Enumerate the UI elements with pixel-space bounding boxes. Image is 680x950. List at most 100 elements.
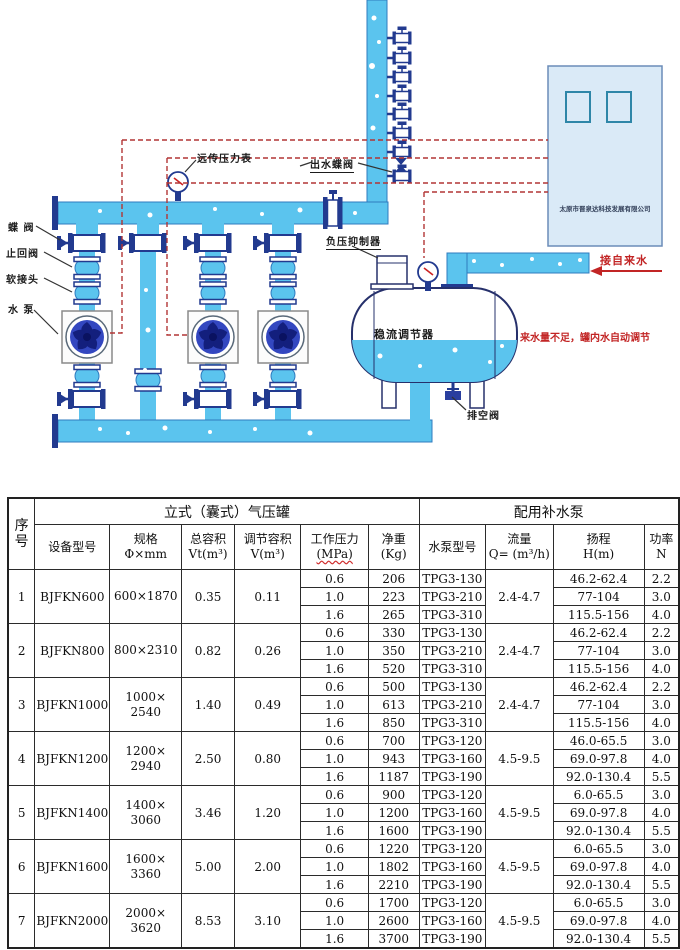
cell-power: 4.0 — [643, 857, 680, 876]
cell-model: BJFKN800 — [34, 623, 111, 678]
cell-weight: 520 — [367, 659, 420, 678]
label-negative-pressure-suppressor: 负压抑制器 — [326, 233, 381, 250]
drain-valve — [445, 382, 461, 400]
cell-flow: 4.5-9.5 — [485, 893, 554, 949]
cell-adjust-volume: 0.80 — [233, 731, 302, 786]
cell-head: 92.0-130.4 — [552, 767, 645, 786]
cell-pump-model: TPG3-120 — [418, 839, 487, 858]
cabinet-indicator-1 — [565, 91, 591, 123]
cell-head: 77-104 — [552, 587, 645, 606]
bypass-pipe — [140, 250, 156, 422]
cell-pump-model: TPG3-130 — [418, 677, 487, 696]
water-pump-3 — [257, 310, 309, 364]
water-pump-2 — [187, 310, 239, 364]
negative-pressure-suppressor — [370, 255, 414, 290]
cell-power: 2.2 — [643, 677, 680, 696]
label-outlet-butterfly-valve: 出水蝶阀 — [310, 156, 354, 173]
cell-weight: 2600 — [367, 911, 420, 930]
pump1-check-valve — [73, 256, 101, 280]
system-diagram: 远传压力表 出水蝶阀 蝶 阀 止回阀 软接头 水 泵 负压抑制器 稳流调节器 排… — [6, 0, 663, 448]
cell-weight: 350 — [367, 641, 420, 660]
label-tap-water-inlet: 接自来水 — [600, 254, 648, 267]
header-total-volume: 总容积 Vt(m³) — [181, 524, 235, 570]
cell-pump-model: TPG3-190 — [418, 929, 487, 949]
cell-pump-model: TPG3-160 — [418, 857, 487, 876]
cell-pressure: 1.0 — [300, 587, 369, 606]
header-spec: 规格 Φ×mm — [109, 524, 183, 570]
label-remote-pressure-gauge: 远传压力表 — [197, 154, 252, 165]
cell-head: 69.0-97.8 — [552, 857, 645, 876]
header-weight: 净重 (Kg) — [367, 524, 420, 570]
cell-power: 2.2 — [643, 569, 680, 588]
cell-power: 3.0 — [643, 785, 680, 804]
cell-power: 5.5 — [643, 875, 680, 894]
cell-pump-model: TPG3-310 — [418, 605, 487, 624]
cell-serial: 7 — [7, 893, 36, 949]
cell-pump-model: TPG3-130 — [418, 569, 487, 588]
cell-power: 5.5 — [643, 821, 680, 840]
cell-head: 46.2-62.4 — [552, 677, 645, 696]
label-soft-joint: 软接头 — [6, 275, 39, 286]
cell-model: BJFKN1400 — [34, 785, 111, 840]
cell-pump-model: TPG3-190 — [418, 821, 487, 840]
cell-head: 115.5-156 — [552, 713, 645, 732]
pump2-lower-valve — [181, 387, 233, 411]
header-v-line1: 调节容积 — [243, 532, 292, 546]
cell-weight: 206 — [367, 569, 420, 588]
cell-total-volume: 0.35 — [181, 569, 235, 624]
cell-serial: 1 — [7, 569, 36, 624]
cell-adjust-volume: 0.11 — [233, 569, 302, 624]
cell-pressure: 0.6 — [300, 569, 369, 588]
cell-power: 4.0 — [643, 749, 680, 768]
cell-flow: 4.5-9.5 — [485, 731, 554, 786]
cell-weight: 2210 — [367, 875, 420, 894]
header-pressure: 工作压力 (MPa) — [300, 524, 369, 570]
cell-serial: 5 — [7, 785, 36, 840]
header-head-line1: 扬程 — [586, 532, 611, 546]
cell-spec: 1600× 3360 — [109, 839, 183, 894]
bypass-butterfly-valve — [116, 231, 168, 255]
spec-table-grid: 序 号 立式（囊式）气压罐 配用补水泵 设备型号 规格 Φ×mm 总容积 Vt(… — [7, 497, 680, 949]
header-serial: 序 号 — [7, 497, 36, 570]
tank-pressure-gauge — [417, 261, 439, 292]
cell-power: 2.2 — [643, 623, 680, 642]
header-serial-line2: 号 — [14, 534, 29, 550]
cell-serial: 2 — [7, 623, 36, 678]
leader-lines — [33, 159, 467, 411]
pump2-soft-joint — [199, 281, 227, 305]
cell-pump-model: TPG3-190 — [418, 875, 487, 894]
cell-pressure: 0.6 — [300, 677, 369, 696]
cell-model: BJFKN1000 — [34, 677, 111, 732]
cell-head: 46.2-62.4 — [552, 623, 645, 642]
label-auto-adjust-note: 来水量不足，罐内水自动调节 — [520, 333, 650, 344]
pump1-soft-joint — [73, 281, 101, 305]
header-kg-line2: (Kg) — [380, 547, 407, 561]
cell-pressure: 1.0 — [300, 857, 369, 876]
table-group-header-row: 序 号 立式（囊式）气压罐 配用补水泵 — [7, 497, 680, 570]
spec-table: 序 号 立式（囊式）气压罐 配用补水泵 设备型号 规格 Φ×mm 总容积 Vt(… — [7, 497, 680, 949]
cell-head: 69.0-97.8 — [552, 803, 645, 822]
cell-power: 3.0 — [643, 587, 680, 606]
cell-model: BJFKN1600 — [34, 839, 111, 894]
cell-head: 6.0-65.5 — [552, 785, 645, 804]
header-spec-line2: Φ×mm — [124, 547, 168, 561]
cell-pressure: 1.6 — [300, 713, 369, 732]
cell-head: 6.0-65.5 — [552, 839, 645, 858]
flow-regulator-tank — [351, 287, 518, 409]
header-power: 功率 N — [643, 524, 680, 570]
cell-pump-model: TPG3-120 — [418, 893, 487, 912]
cell-spec: 1400× 3060 — [109, 785, 183, 840]
cell-pressure: 1.0 — [300, 695, 369, 714]
cell-pressure: 1.6 — [300, 605, 369, 624]
